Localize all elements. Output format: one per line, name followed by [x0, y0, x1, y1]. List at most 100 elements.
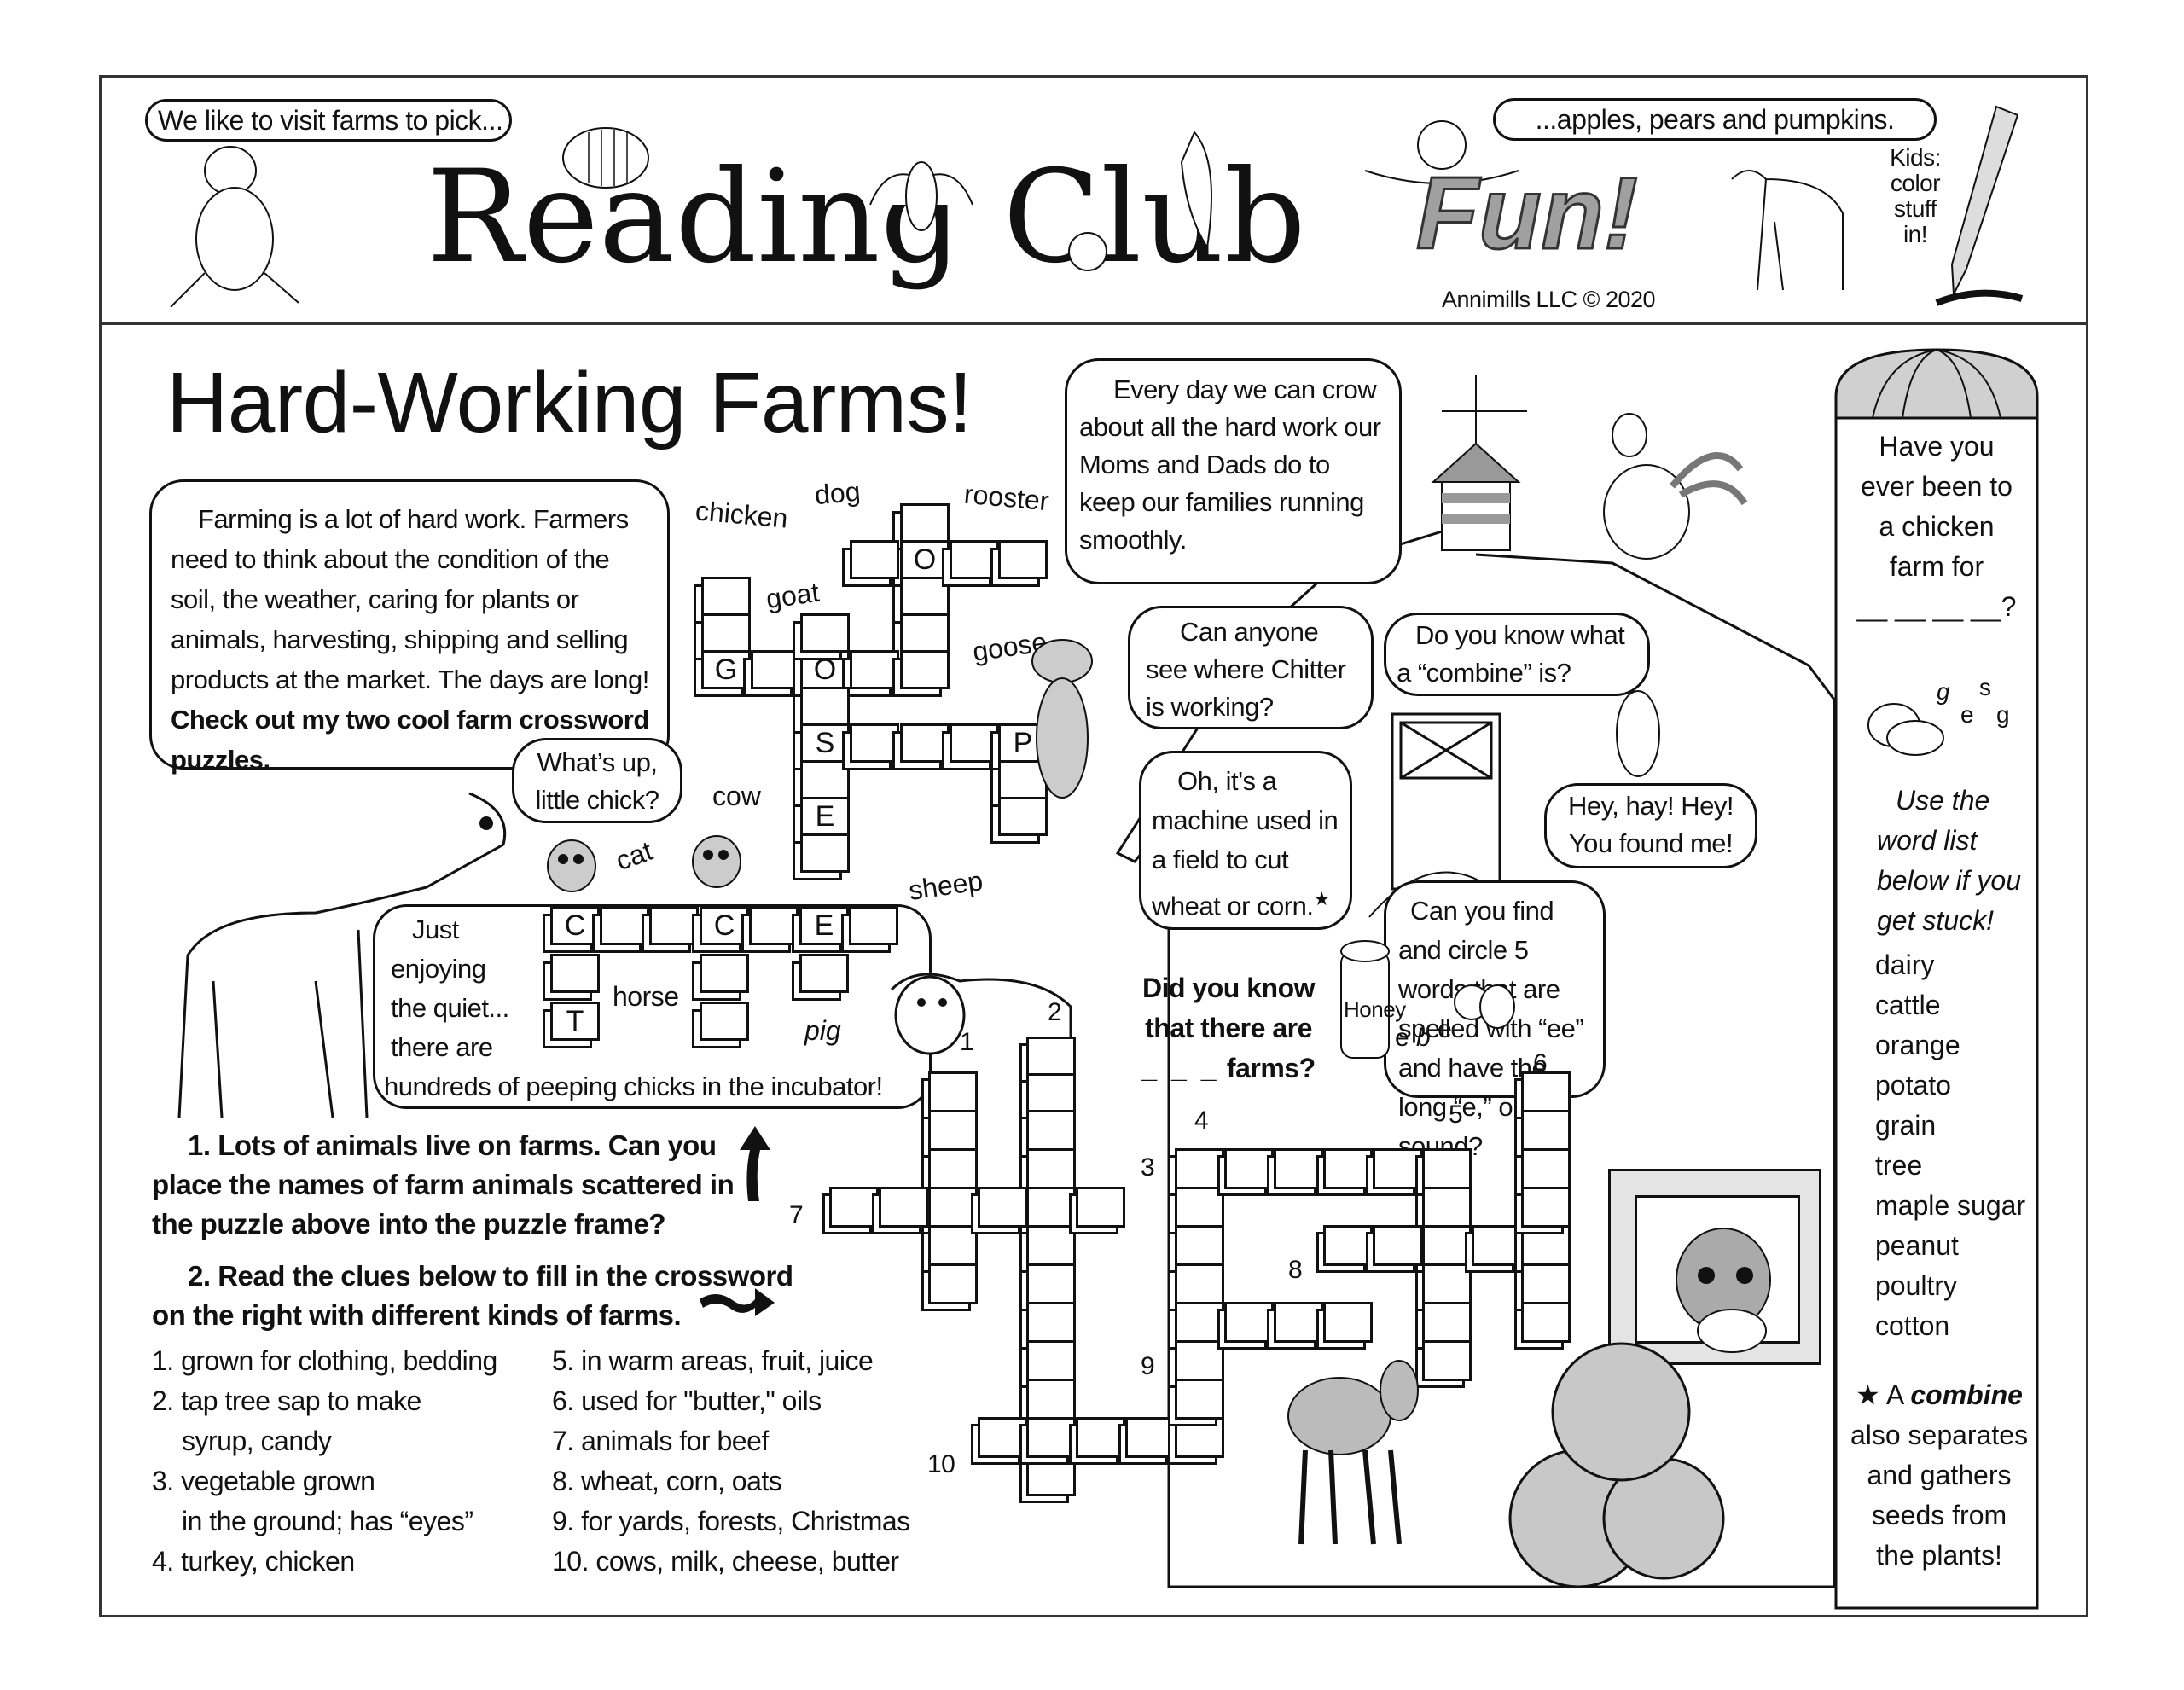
- puzzle2-cell[interactable]: [1422, 1263, 1472, 1304]
- puzzle2-cell[interactable]: [1026, 1455, 1076, 1496]
- puzzle1-cell[interactable]: G: [701, 650, 751, 689]
- puzzle1-cell[interactable]: [649, 906, 699, 945]
- puzzle1-cell[interactable]: [950, 723, 999, 763]
- puzzle2-cell[interactable]: [879, 1187, 928, 1228]
- puzzle1-cell[interactable]: C: [700, 906, 749, 945]
- puzzle2-cell[interactable]: [829, 1187, 879, 1228]
- puzzle2-cell[interactable]: [1373, 1225, 1422, 1266]
- puzzle2-cell[interactable]: [1026, 1225, 1076, 1266]
- star-icon: ★: [1856, 1379, 1880, 1410]
- puzzle1-cell[interactable]: [900, 613, 950, 653]
- puzzle2-cell[interactable]: [1521, 1225, 1571, 1266]
- clue-9: 9. for yards, forests, Christmas: [552, 1506, 910, 1536]
- puzzle2-cell[interactable]: [1026, 1417, 1076, 1458]
- puzzle2-cell[interactable]: [1026, 1302, 1076, 1343]
- puzzle1-cell[interactable]: [998, 540, 1048, 579]
- puzzle2-cell[interactable]: [1224, 1148, 1274, 1189]
- puzzle1-cell[interactable]: [849, 906, 898, 945]
- puzzle1-cell[interactable]: O: [800, 650, 850, 689]
- puzzle2-cell[interactable]: [1175, 1417, 1224, 1458]
- puzzle1-cell[interactable]: [701, 613, 751, 653]
- clue-number-7: 7: [789, 1201, 804, 1229]
- puzzle2-cell[interactable]: [1521, 1187, 1571, 1228]
- puzzle1-cell[interactable]: [600, 906, 649, 945]
- puzzle2-cell[interactable]: [1323, 1148, 1373, 1189]
- puzzle2-cell[interactable]: [1026, 1379, 1076, 1420]
- puzzle2-cell[interactable]: [1422, 1148, 1472, 1189]
- puzzle2-cell[interactable]: [1026, 1148, 1076, 1189]
- puzzle2-cell[interactable]: [1422, 1187, 1472, 1228]
- puzzle2-cell[interactable]: [1274, 1302, 1323, 1343]
- puzzle1-cell[interactable]: [800, 760, 850, 799]
- puzzle1-cell[interactable]: [751, 650, 800, 689]
- puzzle1-cell[interactable]: [749, 906, 799, 945]
- kids-note: Kids: color stuff in!: [1890, 144, 1941, 247]
- puzzle2-cell[interactable]: [1026, 1110, 1076, 1151]
- puzzle2-cell[interactable]: [1521, 1110, 1571, 1151]
- puzzle2-cell[interactable]: [1323, 1302, 1373, 1343]
- puzzle2-cell[interactable]: [1175, 1148, 1224, 1189]
- puzzle1-cell[interactable]: [900, 723, 950, 763]
- puzzle1-cell[interactable]: [850, 540, 899, 579]
- puzzle2-cell[interactable]: [1076, 1187, 1125, 1228]
- puzzle1-cell[interactable]: E: [799, 906, 849, 945]
- puzzle2-cell[interactable]: [1026, 1037, 1076, 1077]
- puzzle1-cell[interactable]: [900, 650, 950, 689]
- puzzle2-cell[interactable]: [1175, 1302, 1224, 1343]
- puzzle2-cell[interactable]: [1521, 1302, 1571, 1343]
- puzzle2-cell[interactable]: [1521, 1071, 1571, 1112]
- puzzle1-cell[interactable]: [800, 687, 850, 726]
- puzzle1-cell[interactable]: [799, 954, 849, 993]
- puzzle2-cell[interactable]: [1026, 1340, 1076, 1381]
- puzzle1-cell[interactable]: O: [900, 540, 950, 579]
- puzzle1-cell[interactable]: [850, 723, 899, 763]
- puzzle2-cell[interactable]: [1472, 1225, 1521, 1266]
- puzzle1-cell[interactable]: [700, 1002, 749, 1041]
- puzzle1-cell[interactable]: [800, 833, 850, 873]
- puzzle1-cell[interactable]: C: [550, 906, 600, 945]
- puzzle2-cell[interactable]: [928, 1071, 978, 1112]
- monkey-bubble: Hey, hay! Hey! You found me!: [1544, 783, 1757, 868]
- puzzle2-cell[interactable]: [1224, 1302, 1274, 1343]
- puzzle1-cell[interactable]: [800, 613, 850, 653]
- puzzle1-cell[interactable]: [700, 954, 749, 993]
- puzzle1-cell[interactable]: E: [800, 797, 850, 836]
- puzzle2-cell[interactable]: [1373, 1148, 1422, 1189]
- puzzle2-cell[interactable]: [1175, 1379, 1224, 1420]
- puzzle2-cell[interactable]: [1323, 1225, 1373, 1266]
- puzzle2-cell[interactable]: [1521, 1148, 1571, 1189]
- puzzle2-cell[interactable]: [978, 1417, 1027, 1458]
- puzzle2-cell[interactable]: [978, 1187, 1027, 1228]
- puzzle2-cell[interactable]: [1175, 1340, 1224, 1381]
- puzzle2-cell[interactable]: [1076, 1417, 1125, 1458]
- puzzle1-cell[interactable]: [850, 650, 899, 689]
- puzzle2-cell[interactable]: [928, 1110, 978, 1151]
- puzzle2-cell[interactable]: [1026, 1187, 1076, 1228]
- puzzle1-cell[interactable]: [950, 540, 999, 579]
- puzzle1-cell[interactable]: [701, 577, 751, 616]
- puzzle1-cell[interactable]: [998, 797, 1048, 836]
- puzzle2-cell[interactable]: [1026, 1073, 1076, 1114]
- puzzle2-cell[interactable]: [928, 1148, 978, 1189]
- puzzle1-cell[interactable]: S: [800, 723, 850, 763]
- puzzle1-cell[interactable]: [550, 954, 600, 993]
- puzzle1-cell[interactable]: [900, 503, 950, 543]
- puzzle2-cell[interactable]: [1125, 1417, 1175, 1458]
- puzzle2-cell[interactable]: [928, 1187, 978, 1228]
- page-title: Hard-Working Farms!: [166, 355, 973, 450]
- turtle-icon: [1068, 232, 1107, 271]
- puzzle2-cell[interactable]: [928, 1225, 978, 1266]
- puzzle1-cell[interactable]: [900, 577, 950, 616]
- chick-icon: [547, 839, 596, 892]
- puzzle2-cell[interactable]: [1026, 1263, 1076, 1304]
- puzzle2-cell[interactable]: [1175, 1263, 1224, 1304]
- puzzle1-cell[interactable]: T: [550, 1002, 600, 1041]
- puzzle2-cell[interactable]: [1422, 1340, 1472, 1381]
- sheep-icon: [890, 973, 1072, 1083]
- puzzle2-cell[interactable]: [1422, 1225, 1472, 1266]
- puzzle2-cell[interactable]: [1521, 1263, 1571, 1304]
- puzzle2-cell[interactable]: [1274, 1148, 1323, 1189]
- puzzle2-cell[interactable]: [1175, 1187, 1224, 1228]
- puzzle2-cell[interactable]: [928, 1263, 978, 1304]
- puzzle2-cell[interactable]: [1175, 1225, 1224, 1266]
